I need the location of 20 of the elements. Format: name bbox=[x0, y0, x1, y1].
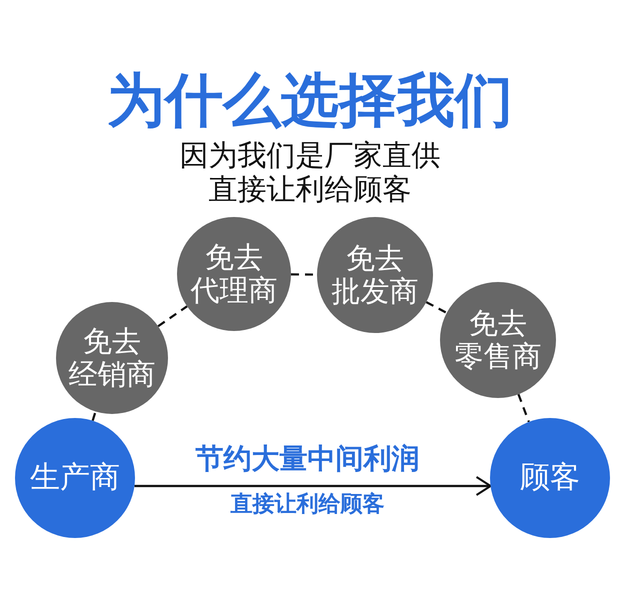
node-text: 代理商 bbox=[190, 274, 278, 308]
dashed-line bbox=[426, 301, 448, 314]
dashed-line bbox=[158, 305, 188, 328]
arrow bbox=[134, 476, 492, 496]
node-text: 零售商 bbox=[454, 340, 542, 374]
dashed-line bbox=[517, 394, 530, 422]
caption-text: 节约大量中间利润 bbox=[196, 442, 420, 475]
title: 为什么选择我们 bbox=[107, 66, 513, 134]
node-text: 生产商 bbox=[30, 460, 120, 496]
dashed-line bbox=[92, 411, 97, 421]
node-text: 批发商 bbox=[332, 275, 418, 308]
node-text: 顾客 bbox=[520, 460, 580, 496]
subtitle: 直接让利给顾客 bbox=[208, 172, 412, 206]
subtitle: 因为我们是厂家直供 bbox=[180, 138, 440, 172]
node-text: 免去 bbox=[346, 242, 404, 275]
node-text: 经销商 bbox=[68, 358, 156, 392]
caption-text: 直接让利给顾客 bbox=[230, 492, 384, 517]
node-text: 免去 bbox=[205, 240, 263, 274]
node-text: 免去 bbox=[469, 306, 527, 340]
node-text: 免去 bbox=[83, 324, 141, 358]
